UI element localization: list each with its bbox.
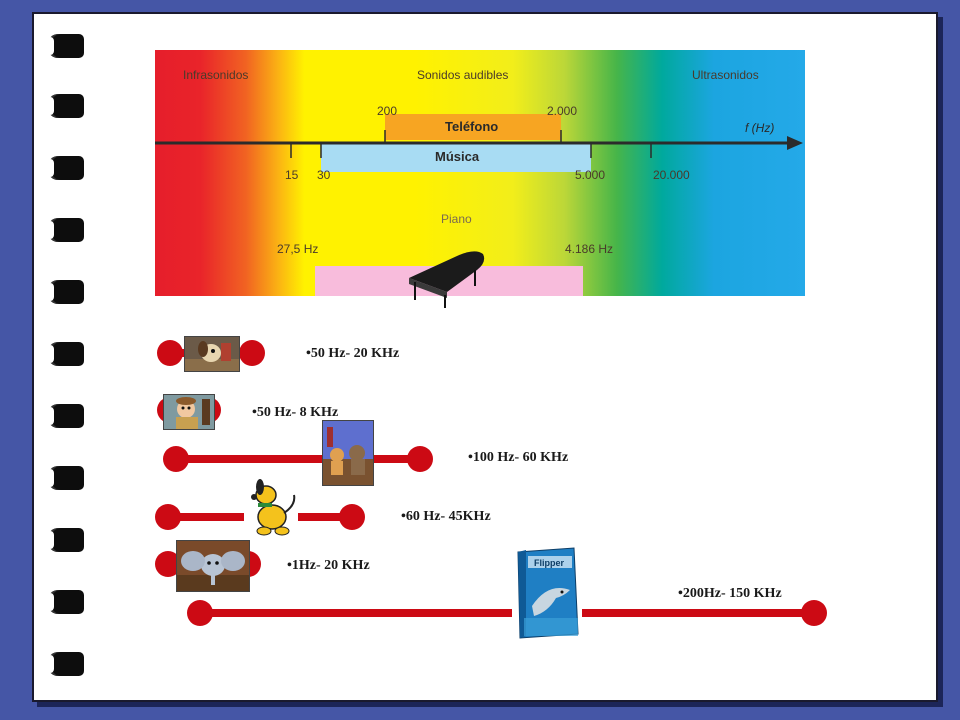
- binder-ring: [46, 156, 84, 180]
- tick-200: 200: [377, 104, 398, 118]
- tick-2000: 2.000: [547, 104, 578, 118]
- frequency-spectrum-diagram: Infrasonidos Sonidos audibles Ultrasonid…: [155, 50, 805, 308]
- binder-ring: [46, 528, 84, 552]
- binder-ring: [46, 652, 84, 676]
- binder-ring: [46, 218, 84, 242]
- dolphin-dvd-icon: Flipper: [512, 546, 582, 640]
- cat-cartoon-icon: [322, 420, 374, 486]
- elephant-icon: [176, 540, 250, 592]
- tick-5000: 5.000: [575, 168, 606, 182]
- range-line-4: [155, 504, 365, 530]
- binder-ring: [46, 404, 84, 428]
- range-line-6: [187, 600, 827, 626]
- tick-30: 30: [317, 168, 331, 182]
- frequency-axis: [155, 130, 803, 158]
- binder-ring: [46, 94, 84, 118]
- cartoon-character-icon: [163, 394, 215, 430]
- binder-ring: [46, 280, 84, 304]
- piano-label: Piano: [441, 212, 472, 226]
- dog-cartoon-icon: [184, 336, 240, 372]
- musica-range-bar: [321, 144, 591, 172]
- range-text-5: •1Hz- 20 KHz: [287, 558, 370, 573]
- range-text-2: •50 Hz- 8 KHz: [252, 405, 339, 420]
- tick-15: 15: [285, 168, 299, 182]
- tick-27-5: 27,5 Hz: [277, 242, 319, 256]
- binder-ring: [46, 34, 84, 58]
- range-text-6: •200Hz- 150 KHz: [678, 586, 782, 601]
- range-text-4: •60 Hz- 45KHz: [401, 509, 491, 524]
- binder-ring: [46, 466, 84, 490]
- binder-ring: [46, 342, 84, 366]
- audibles-label: Sonidos audibles: [417, 68, 509, 82]
- axis-label: f (Hz): [745, 121, 775, 135]
- telefono-range-bar: [385, 114, 561, 140]
- svg-text:Flipper: Flipper: [534, 558, 564, 568]
- pluto-dog-icon: [244, 477, 298, 537]
- range-text-3: •100 Hz- 60 KHz: [468, 450, 569, 465]
- infrasonidos-label: Infrasonidos: [183, 68, 249, 82]
- range-line-3: [163, 446, 433, 472]
- telefono-label: Teléfono: [445, 119, 499, 134]
- ultrasonidos-label: Ultrasonidos: [692, 68, 759, 82]
- piano-icon: [409, 251, 485, 308]
- musica-label: Música: [435, 149, 480, 164]
- tick-20000: 20.000: [653, 168, 690, 182]
- tick-4186: 4.186 Hz: [565, 242, 614, 256]
- range-text-1: •50 Hz- 20 KHz: [306, 346, 400, 361]
- binder-ring: [46, 590, 84, 614]
